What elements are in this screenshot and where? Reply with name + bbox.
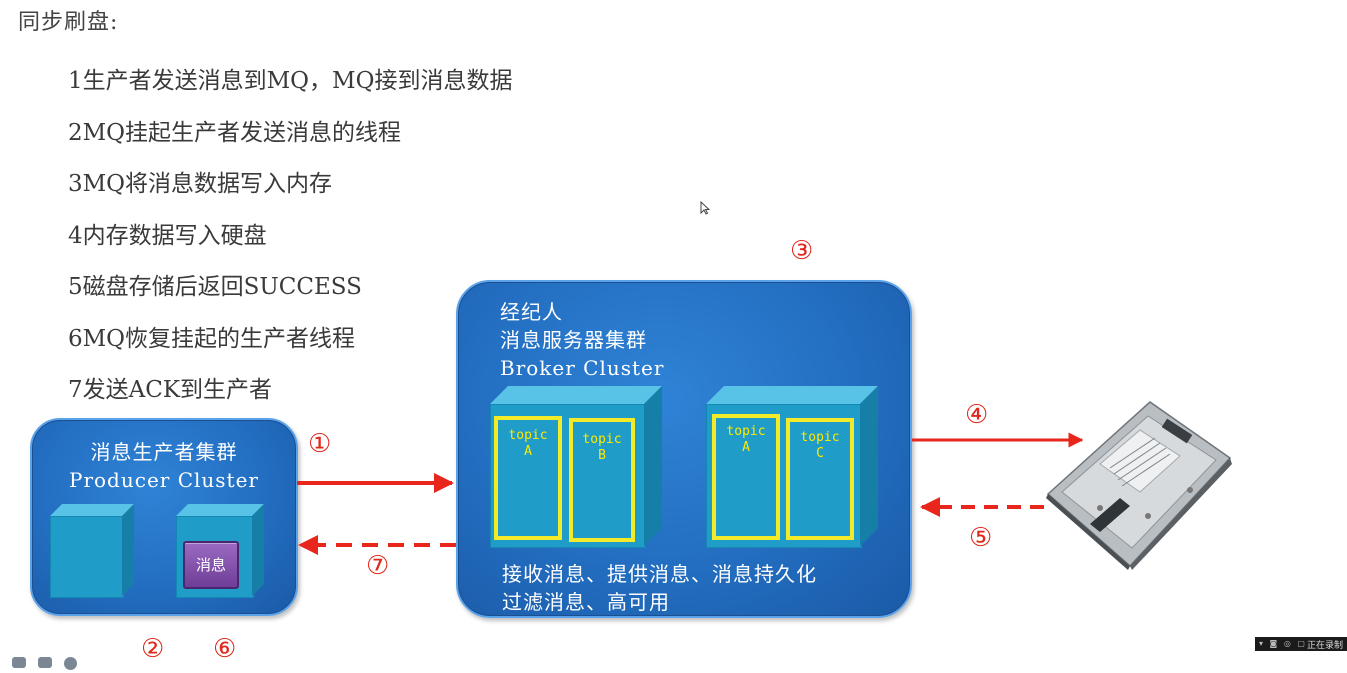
topic-queue: topic A (494, 416, 562, 540)
topic-queue: topic A (712, 414, 780, 540)
step-item: 4内存数据写入硬盘 (68, 222, 267, 249)
mouse-cursor-icon (700, 200, 711, 218)
step-item: 3MQ将消息数据写入内存 (68, 171, 333, 197)
topic-word: topic (508, 428, 548, 443)
broker-label-1: 经纪人 (500, 300, 563, 324)
broker-cluster-label: 经纪人 消息服务器集群 Broker Cluster (500, 298, 664, 382)
topic-letter: B (598, 448, 606, 463)
producer-label-en: Producer Cluster (69, 468, 259, 492)
step-item: 1生产者发送消息到MQ，MQ接到消息数据 (68, 68, 513, 94)
topic-queue: topic B (569, 418, 635, 542)
camera-icon[interactable] (38, 657, 52, 668)
step-item: 7发送ACK到生产者 (68, 377, 273, 403)
step-list: 1生产者发送消息到MQ，MQ接到消息数据 2MQ挂起生产者发送消息的线程 3MQ… (68, 62, 512, 423)
topic-letter: C (816, 446, 824, 461)
topic-word: topic (800, 430, 840, 445)
recording-controls-icon[interactable]: ▾ ◙ ◎ ▢ (1259, 639, 1307, 648)
broker-label-3: Broker Cluster (500, 356, 665, 380)
broker-label-2: 消息服务器集群 (500, 328, 647, 352)
message-box: 消息 (183, 541, 239, 589)
producer-cluster-label: 消息生产者集群 Producer Cluster (32, 438, 296, 494)
producer-label-cn: 消息生产者集群 (90, 440, 238, 464)
step-item: 5磁盘存储后返回SUCCESS (68, 274, 362, 300)
producer-node-cube (50, 504, 134, 598)
screenshot-icon[interactable] (12, 657, 26, 668)
step-marker-2: ② (141, 634, 165, 664)
broker-desc-2: 过滤消息、高可用 (502, 590, 670, 614)
step-marker-3: ③ (790, 236, 814, 266)
topic-word: topic (726, 424, 766, 439)
topic-queue: topic C (786, 418, 854, 540)
hard-disk-icon (1040, 398, 1236, 570)
step-item: 2MQ挂起生产者发送消息的线程 (68, 119, 402, 146)
step-marker-7: ⑦ (366, 551, 390, 581)
topic-word: topic (582, 432, 622, 447)
broker-node-cube (490, 386, 662, 548)
topic-letter: A (524, 444, 532, 459)
step-marker-5: ⑤ (969, 523, 993, 553)
recording-status-bar[interactable]: ▾ ◙ ◎ ▢ 正在录制 (1255, 637, 1347, 651)
step-marker-4: ④ (965, 400, 989, 430)
bottom-toolbar (12, 657, 77, 670)
broker-desc-1: 接收消息、提供消息、消息持久化 (502, 562, 817, 586)
chat-icon[interactable] (64, 657, 77, 670)
recording-status-text: 正在录制 (1306, 640, 1343, 651)
page-title: 同步刷盘: (18, 10, 119, 35)
step-marker-6: ⑥ (213, 634, 237, 664)
step-item: 6MQ恢复挂起的生产者线程 (68, 325, 356, 352)
topic-letter: A (742, 440, 750, 455)
broker-node-cube (706, 386, 878, 548)
step-marker-1: ① (308, 429, 332, 459)
broker-description: 接收消息、提供消息、消息持久化 过滤消息、高可用 (502, 560, 817, 616)
